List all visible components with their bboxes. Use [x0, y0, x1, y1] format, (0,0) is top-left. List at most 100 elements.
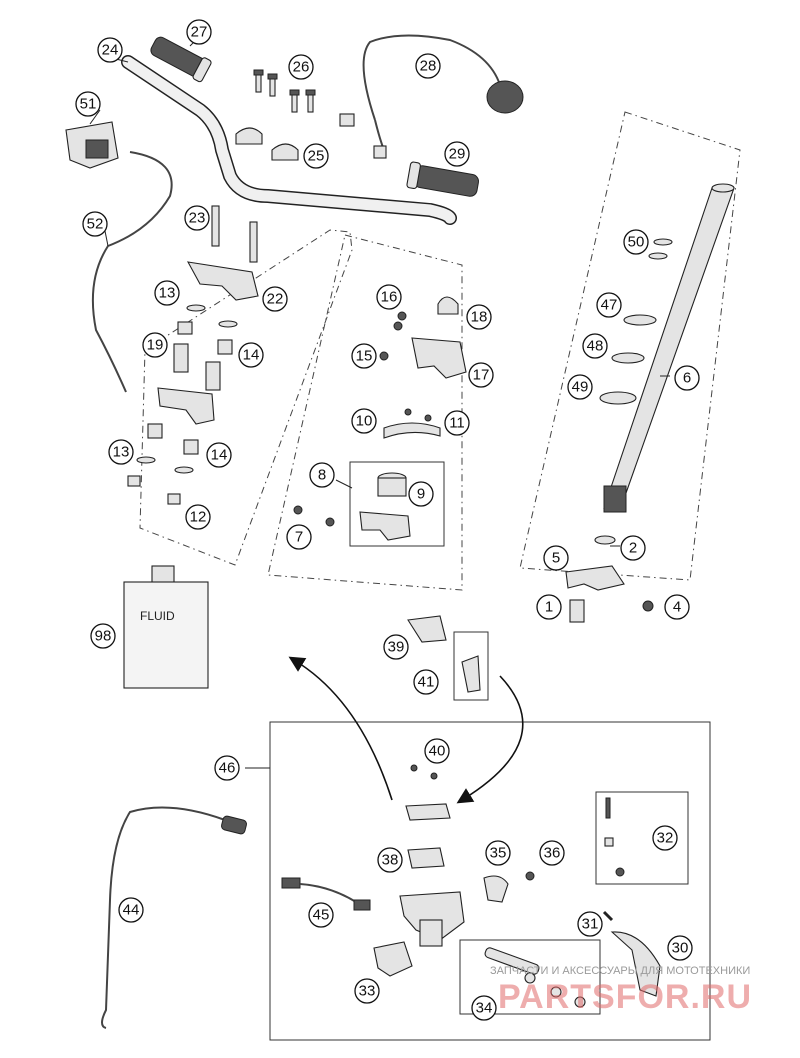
callout-36: 36: [539, 840, 565, 866]
fluid-label: FLUID: [140, 609, 175, 623]
callout-41: 41: [413, 669, 439, 695]
arrow-right: [456, 675, 524, 804]
svg-text:4: 4: [673, 599, 681, 616]
callout-32: 32: [652, 825, 678, 851]
svg-text:22: 22: [267, 291, 284, 308]
callout-22: 22: [262, 286, 288, 312]
callout-45: 45: [308, 902, 334, 928]
callout-15: 15: [351, 343, 377, 369]
callout-50: 50: [623, 229, 649, 255]
svg-text:8: 8: [318, 467, 326, 484]
svg-text:12: 12: [190, 509, 207, 526]
svg-text:11: 11: [449, 415, 465, 432]
bushings-and-washers: [127, 304, 238, 505]
watermark-caption: ЗАПЧАСТИ И АКСЕССУАРЫ ДЛЯ МОТОТЕХНИКИ: [490, 965, 750, 977]
callout-13-upper: 13: [154, 280, 180, 306]
callout-34: 34: [471, 995, 497, 1021]
callout-7: 7: [286, 524, 312, 550]
callout-48: 48: [582, 333, 608, 359]
top-triple-clamp-parts: [293, 296, 467, 547]
svg-text:10: 10: [356, 413, 373, 430]
callout-2: 2: [620, 535, 646, 561]
callout-23: 23: [184, 205, 210, 231]
callout-46: 46: [214, 755, 240, 781]
svg-text:25: 25: [308, 148, 325, 165]
callout-51: 51: [75, 91, 101, 117]
callout-25: 25: [303, 143, 329, 169]
svg-text:98: 98: [95, 628, 112, 645]
svg-text:40: 40: [429, 743, 446, 760]
callout-4: 4: [664, 594, 690, 620]
callout-40: 40: [424, 738, 450, 764]
svg-text:52: 52: [87, 216, 104, 233]
left-grip: [150, 36, 212, 83]
svg-text:27: 27: [191, 24, 208, 41]
svg-text:32: 32: [657, 830, 674, 847]
callout-47: 47: [596, 292, 622, 318]
callout-8: 8: [309, 462, 335, 488]
right-throttle-grip: [406, 161, 479, 197]
svg-text:28: 28: [420, 58, 437, 75]
svg-text:49: 49: [572, 379, 589, 396]
svg-text:17: 17: [473, 367, 490, 384]
svg-text:35: 35: [490, 845, 507, 862]
callout-29: 29: [444, 141, 470, 167]
callout-52: 52: [82, 211, 108, 237]
svg-text:36: 36: [544, 845, 561, 862]
callout-11: 11: [444, 410, 470, 436]
svg-text:5: 5: [552, 550, 560, 567]
svg-text:33: 33: [359, 983, 376, 1000]
clamp-bolts: [253, 69, 316, 113]
svg-text:47: 47: [601, 297, 618, 314]
svg-text:13: 13: [159, 285, 176, 302]
svg-text:38: 38: [382, 852, 399, 869]
callout-12: 12: [185, 504, 211, 530]
callout-39: 39: [383, 634, 409, 660]
handlebar-clamp-upper: [186, 205, 259, 301]
svg-text:39: 39: [388, 639, 405, 656]
arrow-left: [288, 656, 393, 801]
callout-19: 19: [142, 332, 168, 358]
svg-text:44: 44: [123, 902, 140, 919]
callout-27: 27: [186, 19, 212, 45]
brake-hose-clamp: [565, 565, 654, 623]
svg-text:18: 18: [471, 309, 488, 326]
svg-text:50: 50: [628, 234, 645, 251]
callout-49: 49: [567, 374, 593, 400]
watermark-logo: PARTSFOR.RU: [498, 978, 752, 1016]
steering-stem-group-outline: [519, 111, 741, 581]
top-clamp-group-outline: [267, 234, 463, 591]
svg-text:31: 31: [582, 916, 599, 933]
svg-text:45: 45: [313, 907, 330, 924]
master-cylinder-frame: [269, 721, 711, 1041]
callout-26: 26: [288, 54, 314, 80]
svg-text:24: 24: [102, 42, 119, 59]
svg-text:13: 13: [113, 444, 130, 461]
svg-text:9: 9: [417, 486, 425, 503]
svg-text:7: 7: [295, 529, 303, 546]
callout-38: 38: [377, 847, 403, 873]
callout-28: 28: [415, 53, 441, 79]
svg-text:34: 34: [476, 1000, 493, 1017]
callout-44: 44: [118, 897, 144, 923]
throttle-housing: [65, 121, 119, 169]
svg-text:51: 51: [80, 96, 97, 113]
svg-text:23: 23: [189, 210, 206, 227]
svg-text:14: 14: [243, 347, 260, 364]
callout-24: 24: [97, 37, 123, 63]
front-brake-line: [101, 806, 226, 1029]
callout-1: 1: [536, 594, 562, 620]
svg-text:16: 16: [381, 289, 398, 306]
callout-14-lower: 14: [206, 442, 232, 468]
callout-10: 10: [351, 408, 377, 434]
svg-text:26: 26: [293, 59, 310, 76]
svg-text:48: 48: [587, 338, 604, 355]
callout-30: 30: [667, 935, 693, 961]
svg-text:19: 19: [147, 337, 164, 354]
svg-text:41: 41: [418, 674, 435, 691]
brake-fluid-bottle: [123, 565, 209, 689]
clutch-clamp-parts: [407, 615, 489, 701]
svg-text:14: 14: [211, 447, 228, 464]
svg-text:46: 46: [219, 760, 236, 777]
